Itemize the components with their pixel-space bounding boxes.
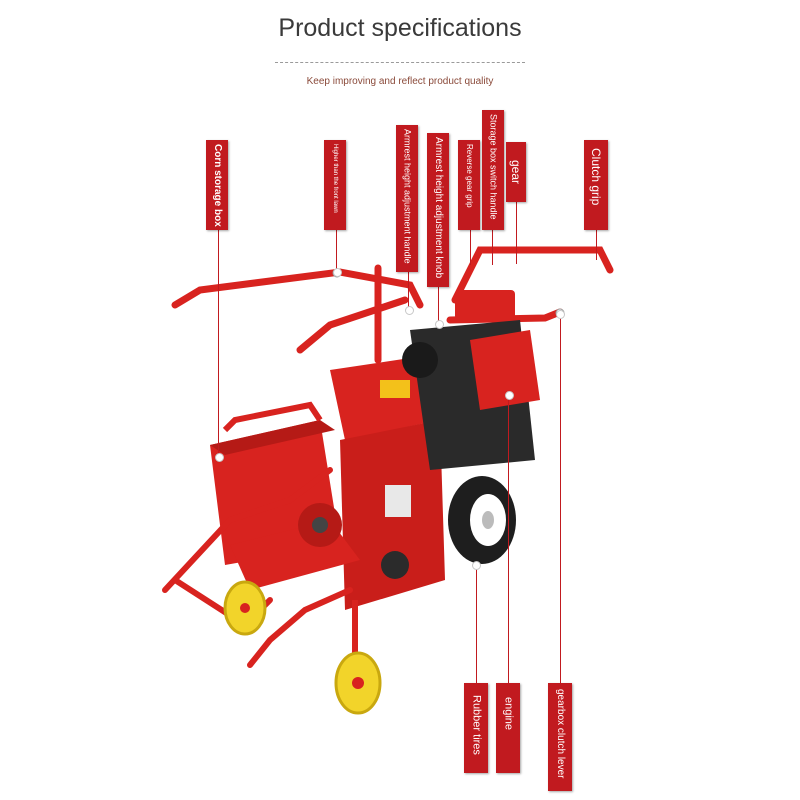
tag-gearbox-clutch-lever: gearbox clutch lever <box>548 683 572 791</box>
tag-higher-than-front-lawn-text: Higher than the front lawn <box>332 144 338 213</box>
tag-clutch-grip-text: Clutch grip <box>589 148 603 206</box>
tag-corn-storage-box-text: Corn storage box <box>212 144 223 227</box>
leader-reverse-gear-grip <box>470 230 471 265</box>
drive-wheel <box>448 476 516 564</box>
tag-higher-than-front-lawn: Higher than the front lawn <box>324 140 346 230</box>
tag-clutch-grip: Clutch grip <box>584 140 608 230</box>
page-subtitle: Keep improving and reflect product quali… <box>306 76 494 87</box>
tag-reverse-gear-grip-text: Reverse gear grip <box>465 144 474 208</box>
tag-gearbox-clutch-lever-text: gearbox clutch lever <box>555 689 566 779</box>
tag-corn-storage-box: Corn storage box <box>206 140 228 230</box>
leader-gearbox-clutch-lever <box>560 315 561 683</box>
harvester-body <box>230 355 445 610</box>
tag-rubber-tires-text: Rubber tires <box>470 695 483 755</box>
marker-dot <box>215 453 224 462</box>
handlebar-frame <box>171 246 614 364</box>
leader-storage-box-switch <box>492 230 493 265</box>
marker-dot <box>405 306 414 315</box>
marker-dot <box>333 268 342 277</box>
tag-armrest-knob-text: Armrest height adjustment knob <box>433 137 444 279</box>
marker-dot <box>505 391 514 400</box>
tag-gear-text: gear <box>509 160 523 185</box>
leader-corn-storage-box <box>218 230 219 458</box>
leader-armrest-knob <box>438 287 439 325</box>
marker-dot <box>435 320 444 329</box>
leader-clutch-grip <box>596 230 597 260</box>
tag-rubber-tires: Rubber tires <box>464 683 488 773</box>
tag-armrest-height-adjustment-knob: Armrest height adjustment knob <box>427 133 449 287</box>
engine-block <box>402 290 540 470</box>
leader-rubber-tires <box>476 565 477 683</box>
tag-storage-box-switch-handle: Storage box switch handle <box>482 110 504 230</box>
tag-engine: engine <box>496 683 520 773</box>
tag-armrest-height-adjustment-handle: Armrest height adjustment handle <box>396 125 418 272</box>
tag-gear: gear <box>506 142 526 202</box>
tag-armrest-handle-text: Armrest height adjustment handle <box>402 129 413 264</box>
leader-gear <box>516 202 517 264</box>
marker-dot <box>556 310 565 319</box>
leader-higher-than-front-lawn <box>336 230 337 272</box>
marker-dot <box>472 561 481 570</box>
leader-armrest-handle <box>408 272 409 310</box>
page-title: Product specifications <box>278 14 522 42</box>
leader-engine <box>508 395 509 683</box>
tag-reverse-gear-grip: Reverse gear grip <box>458 140 480 230</box>
tag-engine-text: engine <box>502 697 515 731</box>
title-divider <box>275 62 525 63</box>
support-wheels <box>223 580 382 715</box>
tag-storage-box-switch-text: Storage box switch handle <box>488 114 499 220</box>
